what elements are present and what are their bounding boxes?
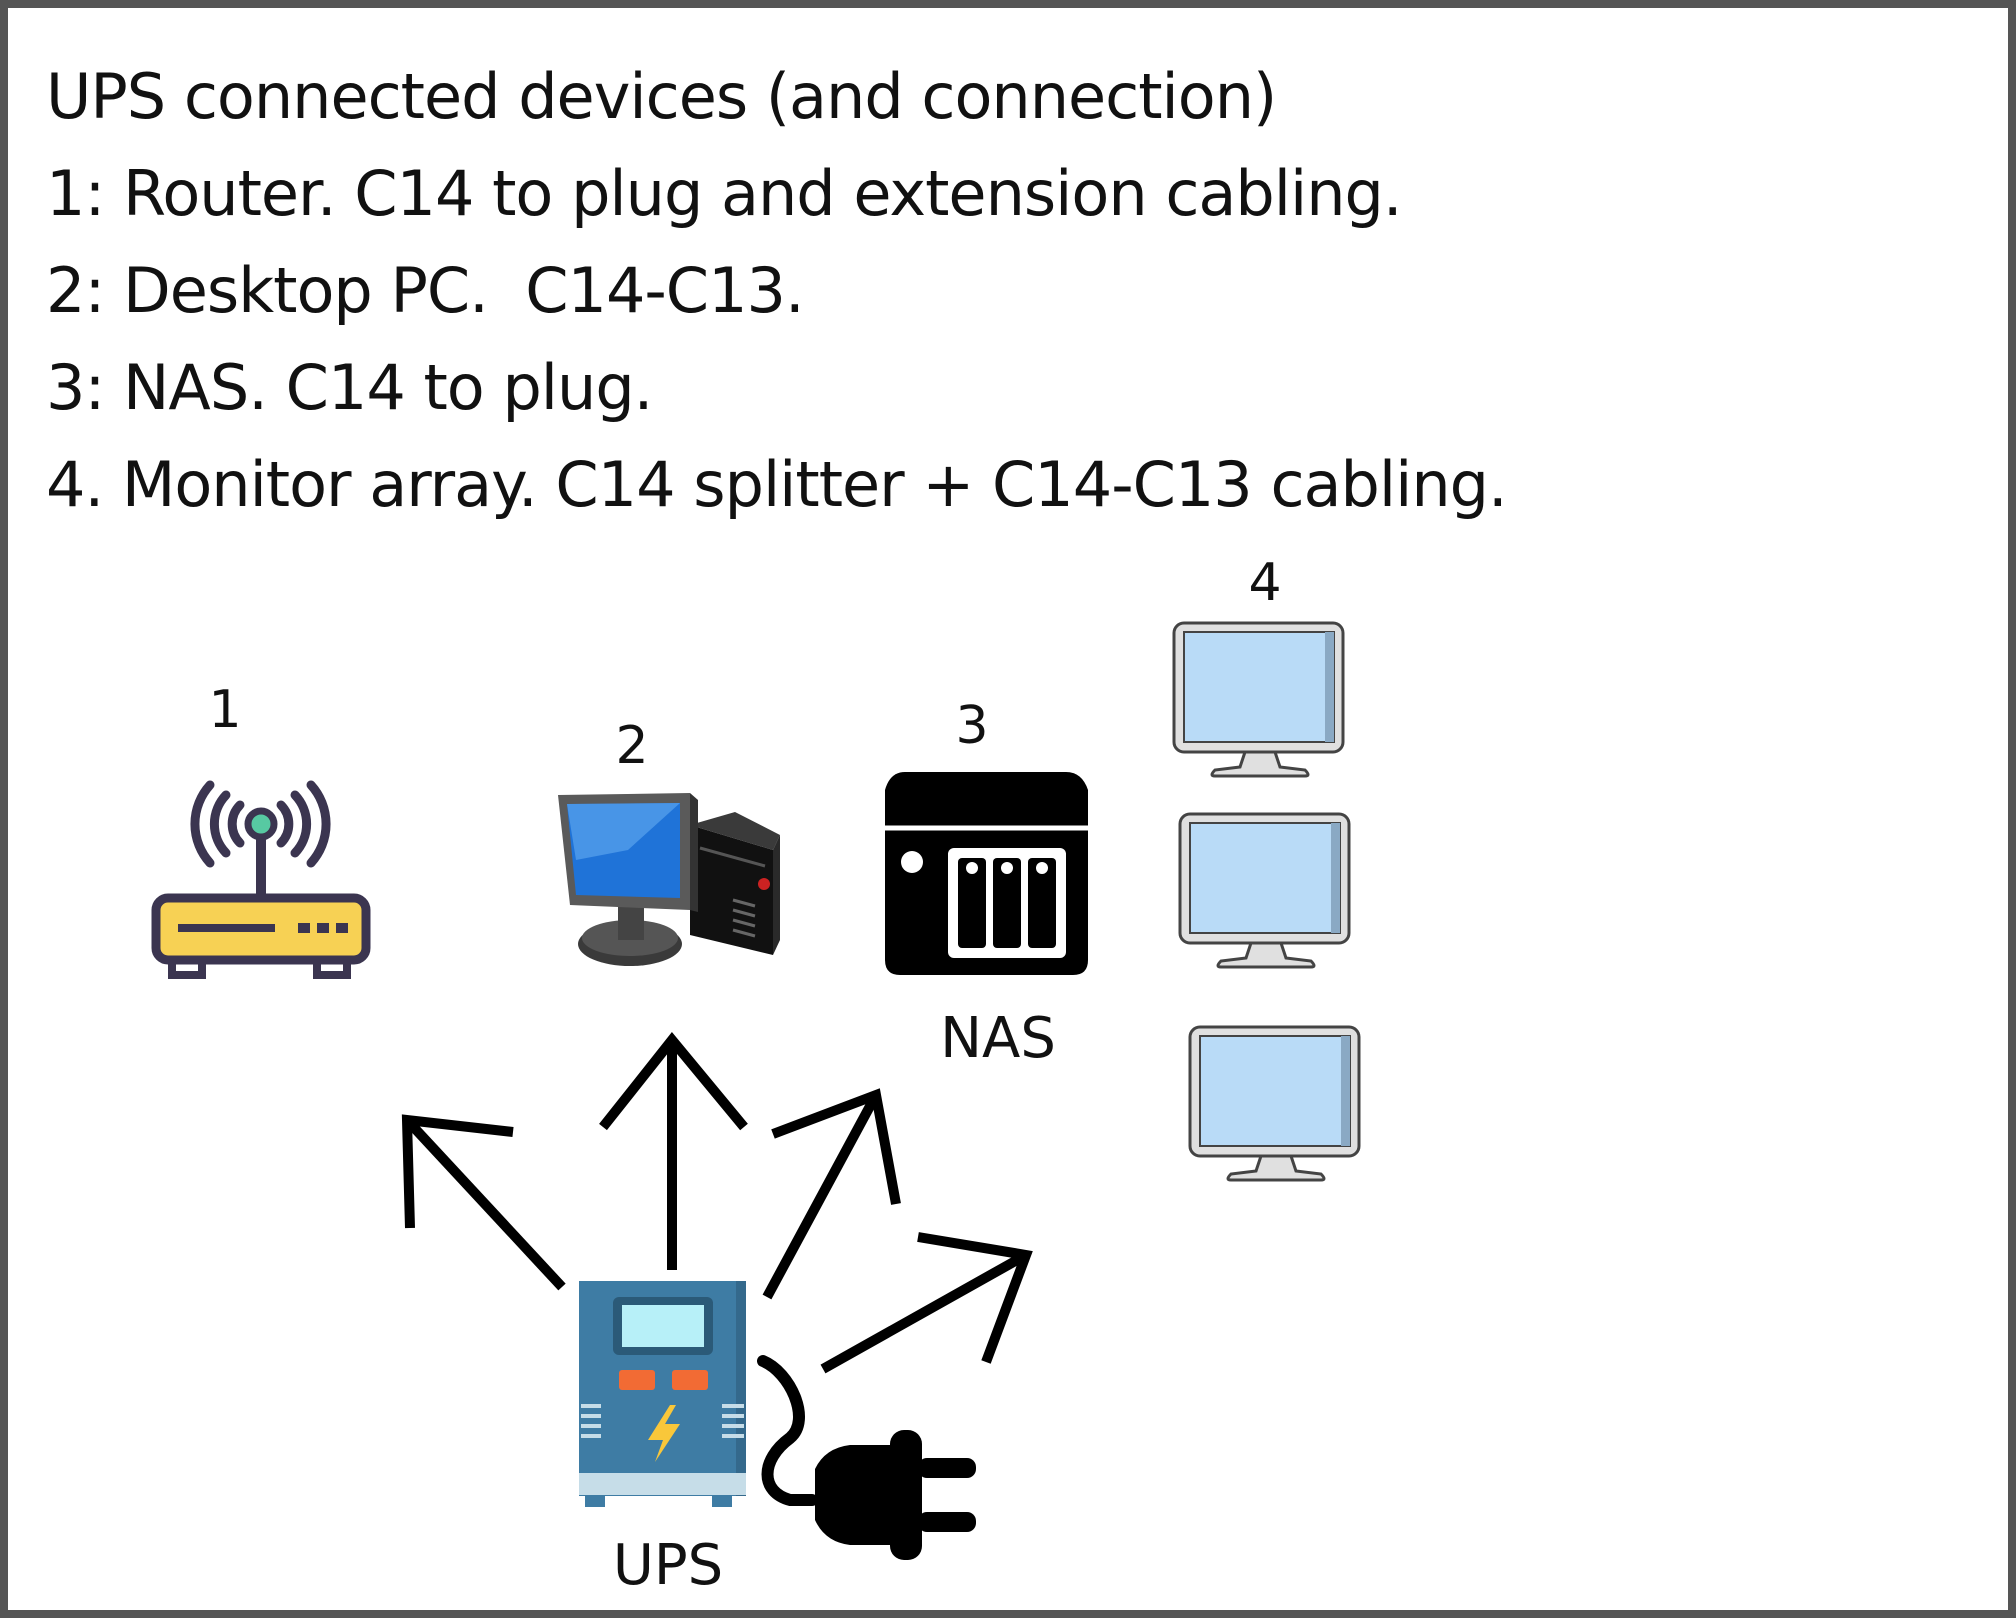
arrow-to-desktop-pc [599,1032,748,1270]
monitor-icon [1178,812,1351,969]
monitor-icon [1188,1025,1361,1182]
note-item-3: 3: NAS. C14 to plug. [46,351,653,424]
device-number-2: 2 [615,716,648,776]
device-number-1: 1 [208,680,241,740]
nas-icon [885,772,1088,975]
note-item-1: 1: Router. C14 to plug and extension cab… [46,157,1403,230]
router-icon [151,780,371,979]
monitor-icon [1172,621,1345,778]
note-item-2: 2: Desktop PC. C14-C13. [46,254,805,327]
ups-caption: UPS [613,1533,723,1598]
nas-caption: NAS [940,1006,1056,1071]
ups-icon [579,1281,746,1507]
device-number-3: 3 [955,696,988,756]
arrow-to-monitors [820,1232,1033,1374]
power-plug-icon [757,1355,976,1560]
device-number-4: 4 [1248,553,1281,613]
arrow-to-router [401,1114,566,1291]
arrow-to-nas [762,1088,901,1300]
notes-list: UPS connected devices (and connection) 1… [46,48,1508,533]
notes-heading: UPS connected devices (and connection) [46,60,1277,133]
desktop-pc-icon [558,793,780,966]
note-item-4: 4. Monitor array. C14 splitter + C14-C13… [46,448,1508,521]
